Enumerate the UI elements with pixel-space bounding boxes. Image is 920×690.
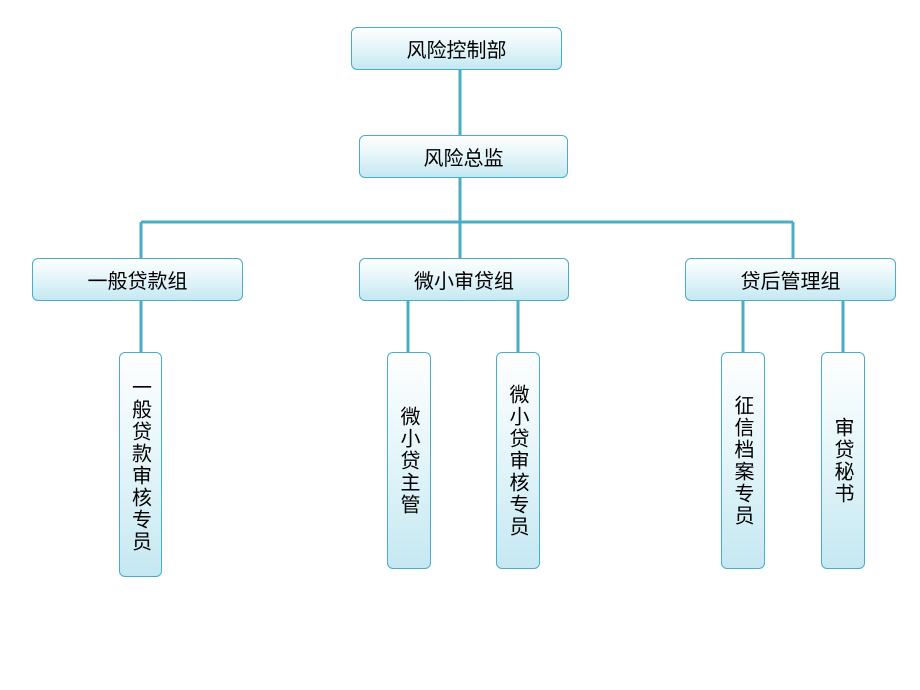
group-node-general-loan: 一般贷款组: [32, 258, 243, 301]
root-node: 风险控制部: [351, 27, 562, 70]
member-node-label: 微小贷审核专员: [506, 383, 530, 538]
director-node-label: 风险总监: [423, 146, 504, 170]
member-node-label: 一般贷款审核专员: [128, 376, 153, 553]
group-node-label: 贷后管理组: [740, 269, 841, 293]
group-node-post-loan: 贷后管理组: [685, 258, 896, 301]
root-node-label: 风险控制部: [406, 38, 507, 62]
member-node-general-loan-reviewer: 一般贷款审核专员: [119, 352, 162, 577]
group-node-label: 一般贷款组: [87, 269, 188, 293]
member-node-label: 微小贷主管: [397, 405, 421, 516]
member-node-micro-loan-reviewer: 微小贷审核专员: [496, 352, 540, 569]
member-node-micro-loan-supervisor: 微小贷主管: [387, 352, 431, 569]
group-node-label: 微小审贷组: [414, 269, 514, 293]
member-node-label: 审贷秘书: [831, 416, 855, 505]
member-node-label: 征信档案专员: [731, 394, 755, 527]
member-node-loan-review-secretary: 审贷秘书: [821, 352, 865, 569]
member-node-credit-archive-specialist: 征信档案专员: [721, 352, 765, 569]
group-node-micro-loan: 微小审贷组: [359, 258, 569, 301]
director-node: 风险总监: [359, 135, 568, 178]
